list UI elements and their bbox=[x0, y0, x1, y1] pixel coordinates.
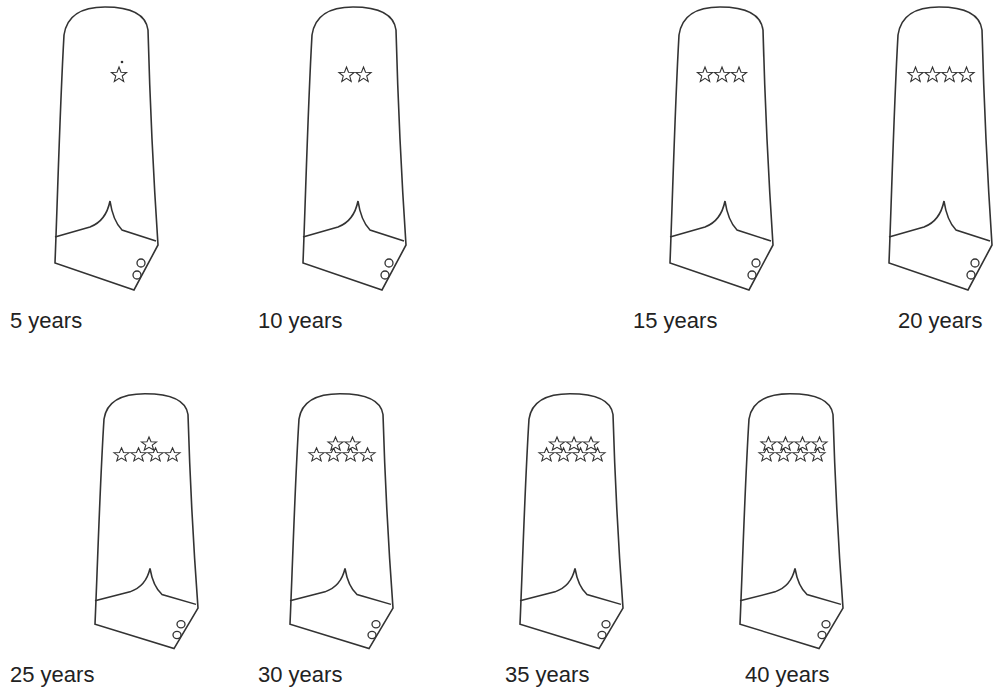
year-label: 40 years bbox=[745, 662, 829, 688]
service-star bbox=[731, 67, 746, 81]
service-star bbox=[583, 437, 598, 450]
service-star bbox=[356, 67, 371, 81]
service-star bbox=[328, 437, 343, 450]
service-star bbox=[812, 437, 827, 450]
service-star bbox=[959, 67, 974, 81]
service-star bbox=[345, 437, 360, 450]
service-star bbox=[165, 448, 180, 461]
service-star bbox=[148, 448, 163, 461]
service-star bbox=[566, 437, 581, 450]
service-star bbox=[114, 448, 129, 461]
year-label: 20 years bbox=[898, 308, 982, 334]
sleeve-drawing bbox=[95, 394, 198, 649]
service-star bbox=[714, 67, 729, 81]
year-label: 15 years bbox=[633, 308, 717, 334]
service-star bbox=[549, 437, 564, 450]
year-label: 35 years bbox=[505, 662, 589, 688]
year-label: 5 years bbox=[10, 308, 82, 334]
service-star bbox=[309, 448, 324, 461]
service-star bbox=[942, 67, 957, 81]
service-star bbox=[908, 67, 923, 81]
service-star bbox=[590, 448, 605, 461]
service-star bbox=[697, 67, 712, 81]
year-label: 30 years bbox=[258, 662, 342, 688]
service-star bbox=[778, 437, 793, 450]
service-star bbox=[111, 67, 126, 81]
sleeve-drawing bbox=[740, 394, 843, 649]
service-star bbox=[795, 437, 810, 450]
service-star bbox=[761, 437, 776, 450]
year-label: 10 years bbox=[258, 308, 342, 334]
sleeve-drawing bbox=[290, 394, 393, 649]
sleeve-drawing bbox=[55, 7, 158, 290]
year-label: 25 years bbox=[10, 662, 94, 688]
service-star bbox=[360, 448, 375, 461]
service-star bbox=[925, 67, 940, 81]
star-dot bbox=[121, 61, 124, 64]
sleeve-drawing bbox=[303, 7, 406, 290]
sleeve-drawing bbox=[520, 394, 623, 649]
service-star bbox=[339, 67, 354, 81]
sleeve-drawing bbox=[889, 7, 992, 290]
sleeve-drawing bbox=[670, 7, 773, 290]
service-star bbox=[141, 437, 156, 450]
